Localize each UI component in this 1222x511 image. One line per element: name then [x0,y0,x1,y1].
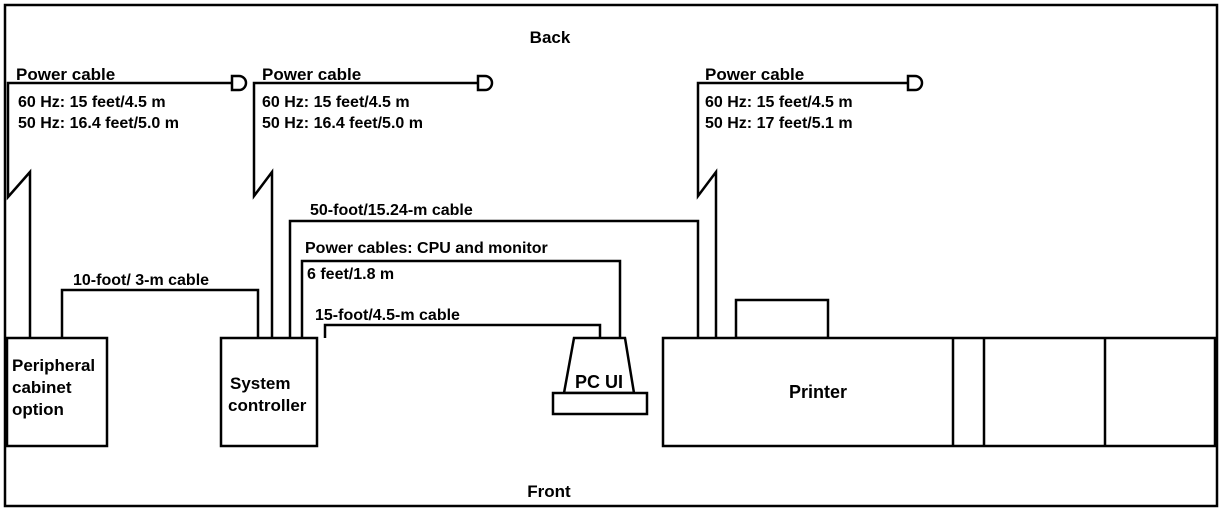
cpu-monitor-power-cables: Power cables: CPU and monitor 6 feet/1.8… [300,240,622,338]
cable-line [288,219,700,338]
controller-label-line2: controller [228,396,307,415]
power-plug-icon [230,74,248,92]
cable-line [60,288,260,338]
peripheral-label-line1: Peripheral [12,356,95,375]
printer-body [661,336,1217,448]
printer: Printer [661,298,1217,448]
peripheral-cabinet: Peripheral cabinet option [5,336,109,448]
cable-line [300,259,622,338]
peripheral-label-line2: cabinet [12,378,72,397]
front-label: Front [527,482,571,501]
printer-power-title: Power cable [705,65,804,84]
peripheral-power-50hz: 50 Hz: 16.4 feet/5.0 m [18,115,179,132]
peripheral-to-controller-cable: 10-foot/ 3-m cable [60,272,260,338]
peripheral-power-line [6,81,232,338]
peripheral-cabinet-box [5,336,109,448]
back-label: Back [530,28,571,47]
cable-10ft-label: 10-foot/ 3-m cable [73,272,209,289]
cable-15ft-label: 15-foot/4.5-m cable [315,307,460,324]
printer-power-60hz: 60 Hz: 15 feet/4.5 m [705,94,853,111]
cpu-monitor-title: Power cables: CPU and monitor [305,240,548,257]
controller-power-50hz: 50 Hz: 16.4 feet/5.0 m [262,115,423,132]
peripheral-power-cable: Power cable 60 Hz: 15 feet/4.5 m 50 Hz: … [6,65,248,338]
peripheral-power-60hz: 60 Hz: 15 feet/4.5 m [18,94,166,111]
controller-to-printer-cable: 50-foot/15.24-m cable [288,202,700,338]
printer-top-module [734,298,830,340]
system-controller-box [219,336,319,448]
printer-power-line [696,81,908,338]
cpu-monitor-length: 6 feet/1.8 m [307,266,394,283]
power-plug-icon [476,74,494,92]
controller-to-pc-cable: 15-foot/4.5-m cable [315,307,602,338]
peripheral-power-title: Power cable [16,65,115,84]
power-plug-icon [906,74,924,92]
system-controller: System controller [219,336,319,448]
diagram-frame [3,3,1219,508]
controller-label-line1: System [230,374,290,393]
pc-base-shape [551,391,649,416]
cable-50ft-label: 50-foot/15.24-m cable [310,202,473,219]
controller-power-line [252,81,478,338]
cable-line [323,323,602,338]
controller-power-60hz: 60 Hz: 15 feet/4.5 m [262,94,410,111]
peripheral-label-line3: option [12,400,64,419]
printer-label: Printer [789,382,847,402]
printer-power-50hz: 50 Hz: 17 feet/5.1 m [705,115,853,132]
pc-ui: PC UI [551,336,649,416]
controller-power-cable: Power cable 60 Hz: 15 feet/4.5 m 50 Hz: … [252,65,494,338]
controller-power-title: Power cable [262,65,361,84]
printer-power-cable: Power cable 60 Hz: 15 feet/4.5 m 50 Hz: … [696,65,924,338]
pc-ui-label: PC UI [575,372,623,392]
